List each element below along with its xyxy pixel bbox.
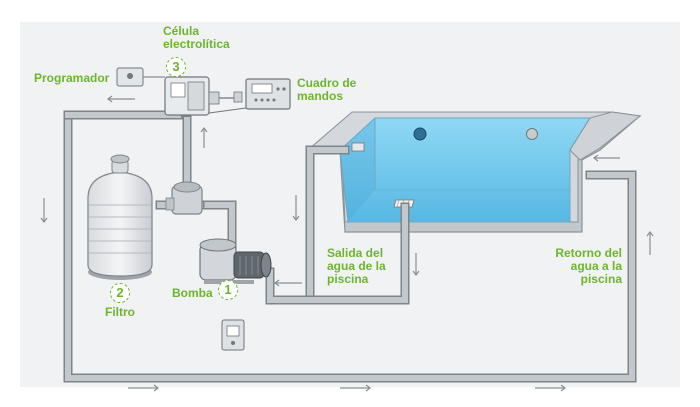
arrow-to-pump <box>274 279 302 287</box>
number-1-badge: 1 <box>218 280 238 300</box>
arrow-bottom-1 <box>128 384 159 392</box>
arrow-right-up <box>646 231 654 255</box>
arrow-bottom-3 <box>535 384 566 392</box>
arrow-riser-up <box>200 127 208 148</box>
skimmer <box>351 142 365 152</box>
pool-step <box>569 111 642 161</box>
arrow-return-in <box>593 154 620 162</box>
label-salida-del-agua: Salida del agua de la piscina <box>327 246 386 286</box>
label-cuadro-de-mandos: Cuadro de mandos <box>297 76 357 103</box>
filter-tank <box>87 171 153 277</box>
multiport-valve <box>165 181 203 215</box>
main-loop-pipe <box>65 114 635 381</box>
label-filtro: Filtro <box>105 305 135 319</box>
arrow-left-down <box>40 198 48 223</box>
return-nozzle-left <box>413 127 427 141</box>
timer-device <box>116 67 165 87</box>
electrolytic-cell <box>164 76 236 116</box>
control-panel <box>208 78 291 114</box>
arrow-bottom-2 <box>340 384 371 392</box>
label-bomba: Bomba <box>172 286 213 300</box>
number-2-badge: 2 <box>110 283 130 303</box>
pump-motor <box>233 251 265 279</box>
arrow-drain-down <box>412 253 420 276</box>
pool-wall-shade <box>340 118 375 222</box>
pool <box>306 111 642 233</box>
label-celula-electrolitica: Célula electrolítica <box>163 24 230 51</box>
skimmer-pipe <box>307 147 348 303</box>
flow-arrows <box>40 95 654 392</box>
label-retorno-del-agua: Retorno del agua a la piscina <box>555 246 622 286</box>
number-3-badge: 3 <box>166 57 186 77</box>
label-programador: Programador <box>34 71 110 85</box>
pool-water <box>339 117 591 223</box>
pump-control-box <box>221 319 245 351</box>
return-nozzle-right <box>526 128 538 140</box>
arrow-top-left <box>107 95 135 103</box>
pipe-network <box>63 110 637 383</box>
filter <box>87 154 153 280</box>
pump-to-filter-pipe <box>202 202 235 261</box>
drain-pipe <box>267 204 408 303</box>
arrow-skimmer-down <box>292 195 300 221</box>
